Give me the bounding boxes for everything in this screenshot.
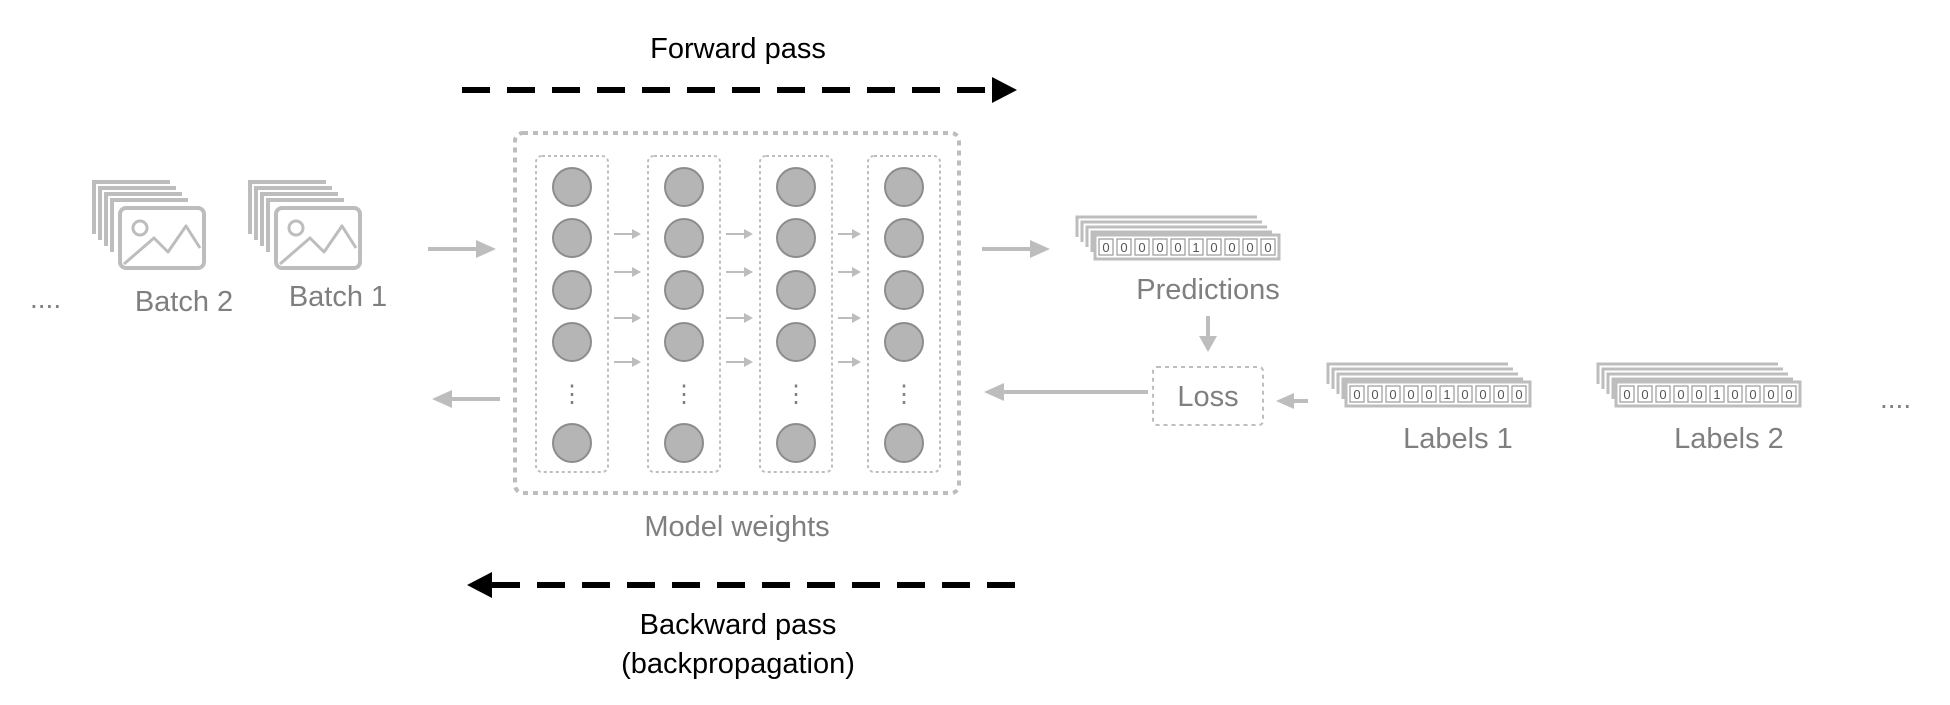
neuron-ellipsis: ⋮ [672,381,696,408]
right-ellipsis: .... [1880,383,1911,414]
neuron-node-icon [552,167,592,207]
vector-digit: 0 [1246,240,1253,255]
neuron-node-icon [884,167,924,207]
neuron-ellipsis: ⋮ [560,381,584,408]
vector-digit: 0 [1407,387,1414,402]
neuron-node-icon [884,322,924,362]
neuron-ellipsis: ⋮ [892,381,916,408]
neuron-node-icon [664,322,704,362]
loss-to-model-left-arrow-icon [984,383,1148,401]
vector-digit: 0 [1264,240,1271,255]
batch-1-image-stack-icon [248,180,362,270]
loss-box [1152,366,1264,426]
neuron-node-icon [552,218,592,258]
forward-pass-label: Forward pass [650,33,826,65]
neuron-ellipsis: ⋮ [784,381,808,408]
small-right-arrow-icon [838,267,861,277]
labels-2-label: Labels 2 [1674,423,1784,455]
vector-digit: 1 [1713,387,1720,402]
small-right-arrow-icon [614,313,641,323]
vector-digit: 0 [1156,240,1163,255]
vector-digit: 0 [1138,240,1145,255]
vector-digit: 0 [1641,387,1648,402]
neuron-node-icon [884,423,924,463]
input-right-arrow-icon [428,240,496,258]
vector-digit: 0 [1497,387,1504,402]
predictions-down-arrow-icon [1199,316,1217,352]
vector-digit: 0 [1353,387,1360,402]
small-right-arrow-icon [614,267,641,277]
vector-digit: 0 [1120,240,1127,255]
neuron-node-icon [664,218,704,258]
neuron-node-icon [884,218,924,258]
vector-digit: 0 [1623,387,1630,402]
vector-digit: 0 [1515,387,1522,402]
vector-digit: 0 [1785,387,1792,402]
small-right-arrow-icon [838,357,861,367]
neuron-node-icon [664,167,704,207]
loss-label: Loss [1177,381,1238,413]
vector-digit: 0 [1210,240,1217,255]
gradient-left-arrow-icon [432,390,500,408]
model-weights-box [513,131,961,495]
neuron-node-icon [552,423,592,463]
vector-digit: 0 [1479,387,1486,402]
small-right-arrow-icon [614,357,641,367]
vector-digit: 1 [1192,240,1199,255]
vector-digit: 1 [1443,387,1450,402]
vector-digit: 0 [1389,387,1396,402]
labels-1-label: Labels 1 [1403,423,1513,455]
small-right-arrow-icon [726,357,753,367]
batch-2-image-stack-icon [92,180,206,270]
neuron-node-icon [776,322,816,362]
vector-digit: 0 [1731,387,1738,402]
batch-1-label: Batch 1 [289,281,387,313]
small-right-arrow-icon [838,229,861,239]
small-right-arrow-icon [838,313,861,323]
vector-digit: 0 [1677,387,1684,402]
vector-digit: 0 [1767,387,1774,402]
output-right-arrow-icon [982,240,1050,258]
backward-pass-arrow-icon [467,572,1020,598]
vector-digit: 0 [1659,387,1666,402]
small-right-arrow-icon [614,229,641,239]
forward-pass-arrow-icon [462,77,1017,103]
left-ellipsis: .... [30,283,61,314]
neural-network-layers: ⋮ ⋮ ⋮ ⋮ [535,155,941,473]
neuron-node-icon [884,270,924,310]
neuron-node-icon [776,167,816,207]
small-right-arrow-icon [726,313,753,323]
neuron-node-icon [776,423,816,463]
batch-2-label: Batch 2 [135,286,233,318]
vector-digit: 0 [1695,387,1702,402]
vector-digit: 0 [1102,240,1109,255]
vector-digit: 0 [1461,387,1468,402]
backward-pass-label: Backward pass [640,609,837,641]
vector-digit: 0 [1174,240,1181,255]
small-right-arrow-icon [726,267,753,277]
backward-pass-sublabel: (backpropagation) [621,648,855,680]
predictions-label: Predictions [1136,274,1279,306]
neuron-node-icon [552,270,592,310]
labels-to-loss-left-arrow-icon [1276,393,1308,409]
neuron-node-icon [664,423,704,463]
neuron-node-icon [776,218,816,258]
vector-digit: 0 [1371,387,1378,402]
vector-digit: 0 [1228,240,1235,255]
neuron-node-icon [664,270,704,310]
vector-digit: 0 [1425,387,1432,402]
vector-digit: 0 [1749,387,1756,402]
small-right-arrow-icon [726,229,753,239]
neuron-node-icon [552,322,592,362]
model-weights-label: Model weights [644,511,829,543]
neuron-node-icon [776,270,816,310]
